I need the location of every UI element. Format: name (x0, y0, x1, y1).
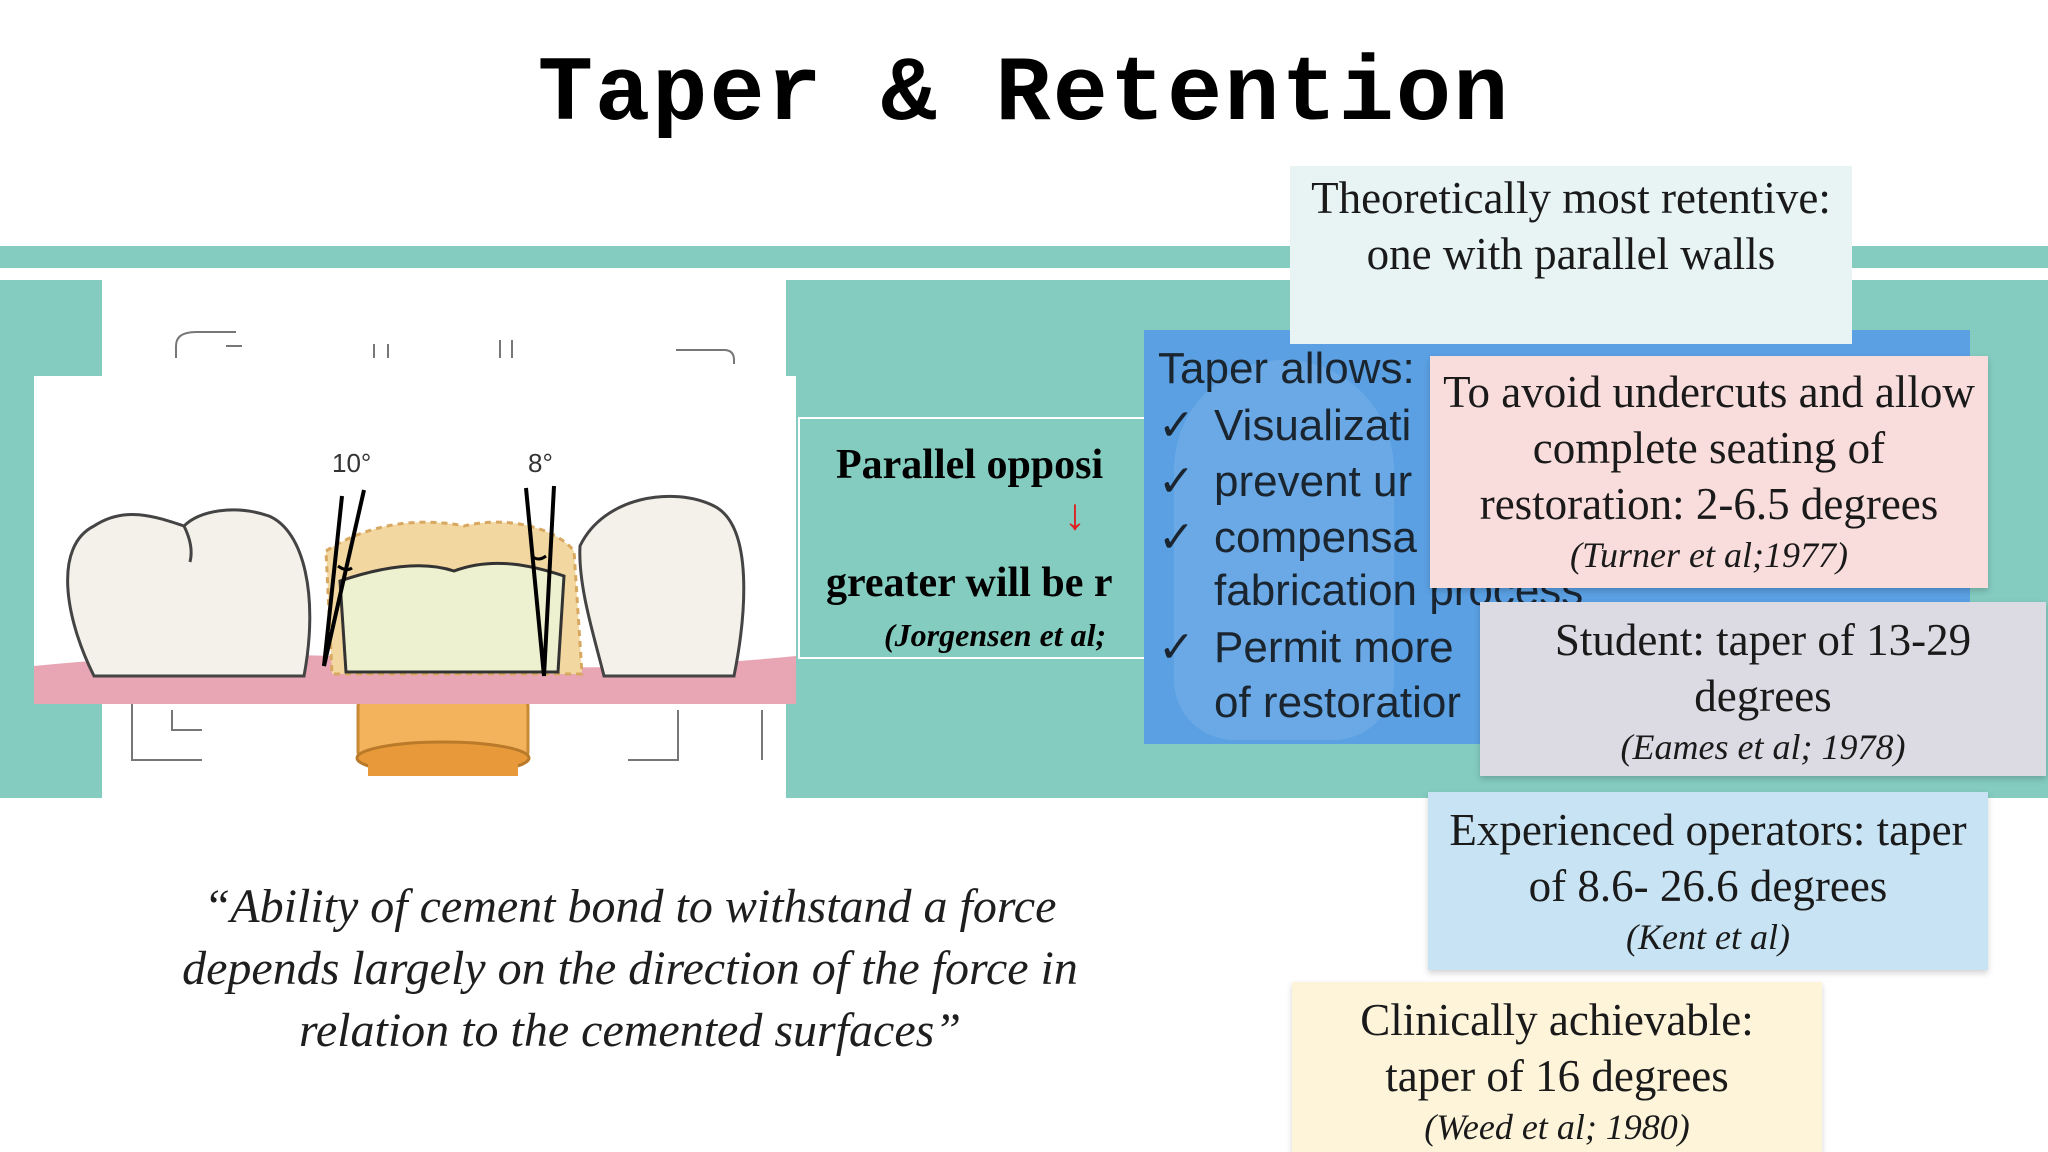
note-text: Student: taper of 13-29 degrees (1554, 615, 1972, 721)
parallel-citation: (Jorgensen et al; (884, 617, 1107, 653)
taper-item: ✓Visualizati (1158, 401, 1412, 450)
parallel-line-2: greater will be r (826, 560, 1113, 606)
note-clinical: Clinically achievable: taper of 16 degre… (1292, 982, 1822, 1152)
note-undercuts: To avoid undercuts and allow complete se… (1430, 356, 1988, 588)
note-citation: (Eames et al; 1978) (1620, 727, 1906, 767)
check-icon: ✓ (1158, 401, 1195, 450)
cement-quote: “Ability of cement bond to withstand a f… (182, 880, 1078, 1057)
note-student: Student: taper of 13-29 degrees (Eames e… (1480, 602, 2046, 776)
angle-label-left: 10° (332, 448, 371, 478)
tooth-left-icon (66, 508, 312, 678)
taper-item-continuation: of restoratior (1214, 678, 1461, 727)
note-citation: (Weed et al; 1980) (1424, 1107, 1690, 1147)
note-citation: (Kent et al) (1626, 917, 1790, 957)
note-text: Clinically achievable: taper of 16 degre… (1360, 995, 1754, 1101)
check-icon: ✓ (1158, 623, 1195, 672)
taper-heading: Taper allows: (1158, 344, 1415, 393)
taper-item: ✓Permit more (1158, 623, 1454, 672)
note-experienced: Experienced operators: taper of 8.6- 26.… (1428, 792, 1988, 970)
note-citation: (Turner et al;1977) (1570, 535, 1848, 575)
down-arrow-icon: ↓ (1064, 490, 1086, 539)
note-text: To avoid undercuts and allow complete se… (1443, 367, 1975, 529)
angle-label-right: 8° (528, 448, 553, 478)
taper-item: ✓prevent ur (1158, 457, 1413, 506)
tooth-watermark-icon (1174, 360, 1394, 740)
note-text: Theoretically most retentive: one with p… (1311, 173, 1831, 279)
taper-item: ✓compensa (1158, 513, 1418, 562)
note-theoretical: Theoretically most retentive: one with p… (1290, 166, 1852, 344)
prepared-tooth-icon (338, 561, 566, 674)
die-sketch-icon (131, 331, 763, 776)
check-icon: ✓ (1158, 457, 1195, 506)
teeth-taper-image: 10° 8° (34, 376, 796, 704)
parallel-line-1: Parallel opposi (836, 442, 1104, 488)
tooth-right-icon (578, 494, 746, 678)
note-text: Experienced operators: taper of 8.6- 26.… (1449, 805, 1967, 911)
check-icon: ✓ (1158, 513, 1195, 562)
slide-title: Taper & Retention (537, 42, 1511, 147)
